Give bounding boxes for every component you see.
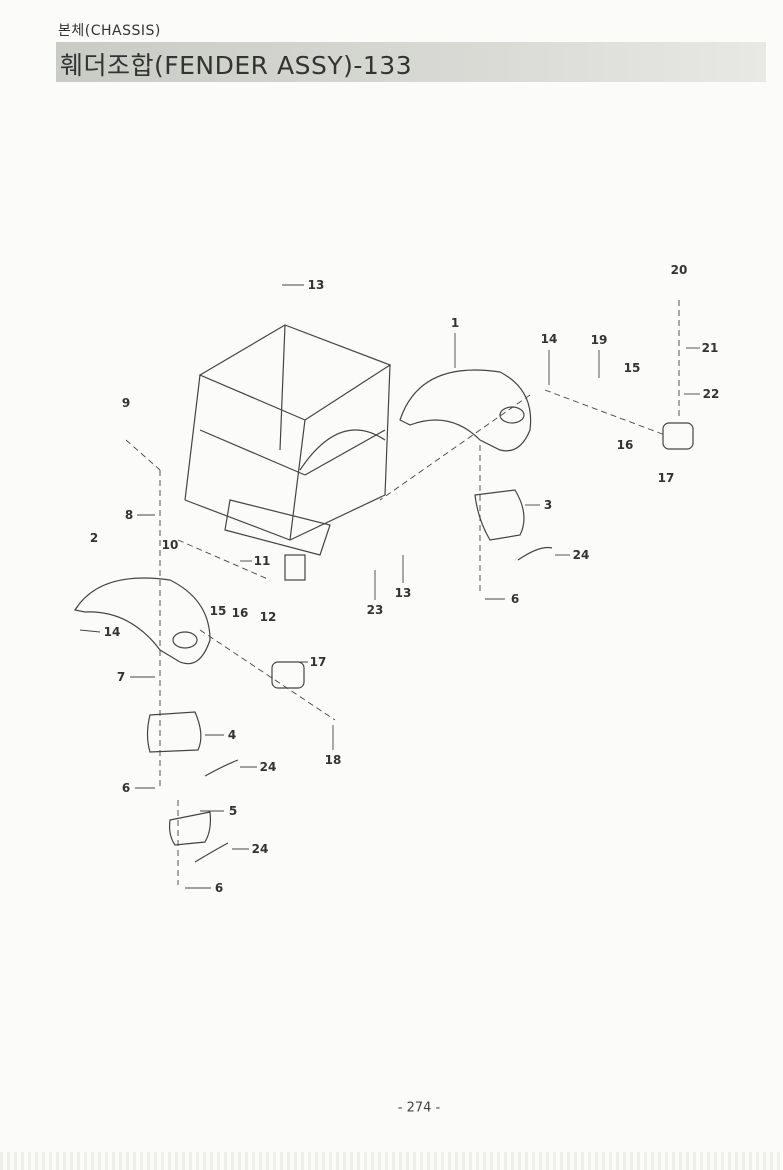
callout-14b: 14: [103, 625, 121, 639]
title-bar: [56, 42, 766, 82]
callout-22: 22: [702, 387, 720, 401]
callout-19: 19: [590, 333, 608, 347]
callout-16: 16: [616, 438, 634, 452]
callout-21: 21: [701, 341, 719, 355]
left-fender: [74, 577, 211, 665]
callout-17: 17: [657, 471, 675, 485]
callout-23: 23: [366, 603, 384, 617]
callout-2: 2: [89, 531, 99, 545]
callout-18: 18: [324, 753, 342, 767]
callout-6c: 6: [214, 881, 224, 895]
callout-4: 4: [227, 728, 237, 742]
callout-24c: 24: [251, 842, 269, 856]
callout-8: 8: [124, 508, 134, 522]
callout-6b: 6: [121, 781, 131, 795]
callout-20: 20: [670, 263, 688, 277]
callout-7: 7: [116, 670, 126, 684]
right-fender: [399, 369, 532, 452]
scan-artifact-strip: [0, 1152, 783, 1170]
callout-15b: 15: [209, 604, 227, 618]
callout-13: 13: [307, 278, 325, 292]
callout-11: 11: [253, 554, 271, 568]
callout-9: 9: [121, 396, 131, 410]
callout-24: 24: [572, 548, 590, 562]
callout-24b: 24: [259, 760, 277, 774]
callout-15: 15: [623, 361, 641, 375]
callout-6: 6: [510, 592, 520, 606]
callout-10: 10: [161, 538, 179, 552]
callout-3: 3: [543, 498, 553, 512]
cab-frame: [184, 324, 392, 581]
callout-5: 5: [228, 804, 238, 818]
section-label: 본체(CHASSIS): [58, 23, 161, 39]
page-title: 훼더조합(FENDER ASSY)-133: [60, 51, 413, 80]
callout-12: 12: [259, 610, 277, 624]
callout-13b: 13: [394, 586, 412, 600]
callout-1: 1: [450, 316, 460, 330]
callout-14: 14: [540, 332, 558, 346]
callout-17b: 17: [309, 655, 327, 669]
callout-16b: 16: [231, 606, 249, 620]
page-number: - 274 -: [397, 1100, 441, 1116]
